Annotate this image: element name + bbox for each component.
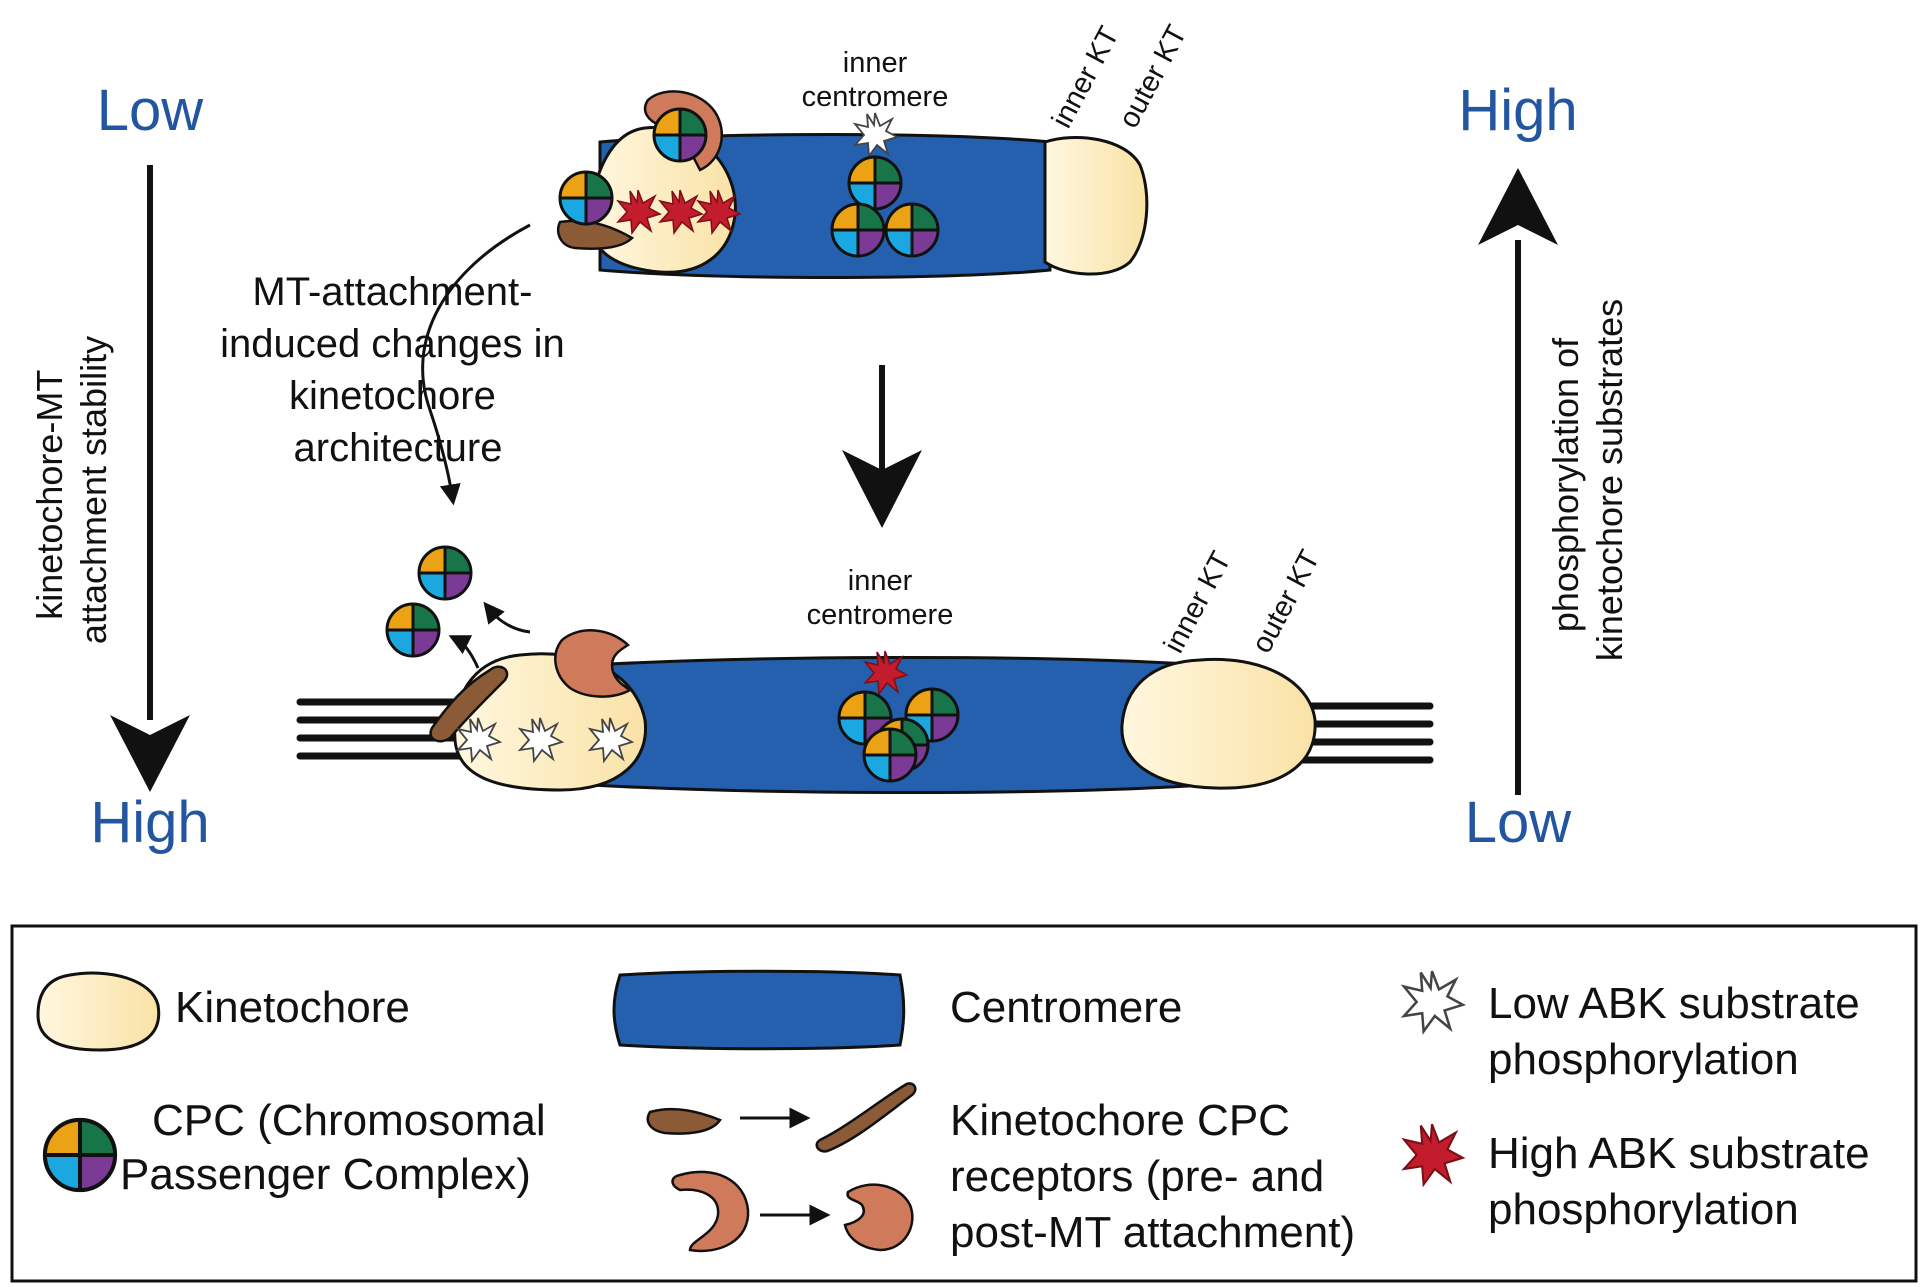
release-arrow bbox=[448, 635, 480, 669]
center-down-arrowhead bbox=[842, 450, 922, 528]
top-cpc-center bbox=[847, 155, 903, 211]
legend-kinetochore-swatch bbox=[36, 971, 161, 1052]
bottom-outer-kt-label: outer KT bbox=[1246, 545, 1327, 658]
legend-receptors-label: Kinetochore CPC receptors (pre- and post… bbox=[950, 1096, 1355, 1257]
left-axis-title: kinetochore-MT attachment stability bbox=[29, 336, 114, 644]
legend-cpc-swatch bbox=[45, 1120, 115, 1190]
legend-centromere-label: Centromere bbox=[950, 983, 1182, 1032]
top-cpc-center bbox=[884, 202, 940, 258]
bottom-cpc-center bbox=[862, 727, 918, 783]
legend-receptor-claw-pre bbox=[671, 1170, 750, 1253]
bottom-right-kinetochore bbox=[1120, 657, 1317, 790]
right-axis-title: phosphorylation of kinetochore substrate… bbox=[1545, 299, 1630, 661]
legend-cpc-label: CPC (Chromosomal Passenger Complex) bbox=[120, 1096, 558, 1199]
released-cpc bbox=[417, 545, 473, 601]
legend-receptor-claw-post bbox=[843, 1183, 914, 1252]
right-axis-arrowhead bbox=[1478, 168, 1558, 245]
transition-curved-arrow bbox=[421, 223, 531, 506]
top-cpc-bound bbox=[652, 107, 708, 163]
legend-box bbox=[10, 924, 1918, 1283]
right-axis-bottom-label: Low bbox=[1465, 790, 1573, 855]
legend-kinetochore-label: Kinetochore bbox=[175, 983, 410, 1032]
legend-receptor-stalk-post bbox=[815, 1082, 917, 1153]
legend-low-abk-label: Low ABK substrate phosphorylation bbox=[1488, 979, 1872, 1084]
top-cpc-center bbox=[830, 202, 886, 258]
bottom-receptor-claw bbox=[554, 629, 633, 698]
top-cpc-left bbox=[558, 170, 614, 226]
top-right-kinetochore bbox=[1043, 135, 1149, 276]
released-cpc bbox=[385, 602, 441, 658]
legend: Kinetochore CPC (Chromosomal Passenger C… bbox=[10, 924, 1918, 1283]
bottom-inner-kt-label: inner KT bbox=[1158, 546, 1238, 658]
right-axis-top-label: High bbox=[1458, 78, 1577, 143]
left-axis-arrowhead bbox=[110, 715, 190, 792]
legend-centromere-swatch bbox=[612, 969, 906, 1051]
legend-high-abk-label: High ABK substrate phosphorylation bbox=[1488, 1129, 1882, 1234]
release-arrow bbox=[483, 601, 531, 634]
bottom-receptor-stalk bbox=[429, 665, 509, 743]
legend-receptor-stalk-pre bbox=[646, 1107, 722, 1135]
left-axis-bottom-label: High bbox=[90, 790, 209, 855]
transition-caption: MT-attachment- induced changes in kineto… bbox=[220, 270, 576, 470]
left-axis-top-label: Low bbox=[97, 78, 205, 143]
